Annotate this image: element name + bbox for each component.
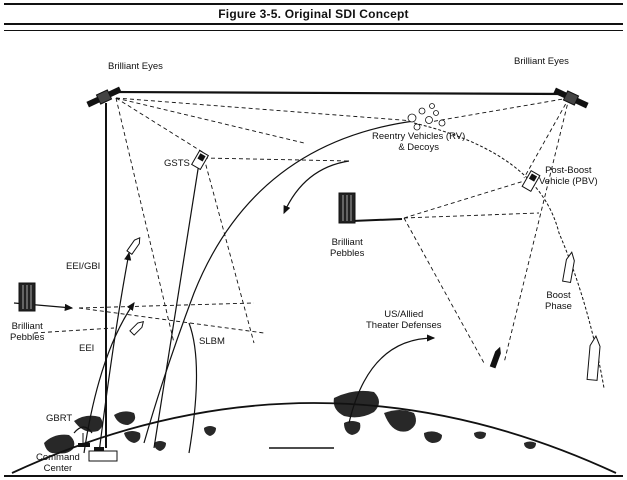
boost-missile-upper-icon: [562, 251, 575, 284]
gbi-arc: [98, 251, 132, 454]
figure-frame: Figure 3-5. Original SDI Concept: [4, 3, 623, 477]
label-boost-line2: Phase: [545, 301, 572, 312]
theater-arc: [348, 334, 436, 424]
pebble-launch-center: [351, 218, 403, 222]
sensor-links: [33, 97, 570, 364]
gsts-icon: [190, 149, 210, 171]
gbrt-icon: [73, 426, 93, 447]
label-command-line2: Center: [43, 463, 73, 474]
label-pebbles-center-line2: Pebbles: [330, 248, 365, 259]
label-command-center: Command Center: [36, 452, 80, 474]
label-pebbles-left-line1: Brilliant: [11, 321, 43, 332]
figure-title: Figure 3-5. Original SDI Concept: [4, 3, 623, 25]
rv-trajectory: [143, 120, 415, 444]
continents: [44, 390, 536, 454]
title-rule: [4, 30, 623, 31]
command-center-icon: [88, 447, 118, 462]
label-reentry-vehicles: Reentry Vehicles (RV) & Decoys: [372, 131, 465, 153]
missile-trajectory: [413, 122, 605, 389]
label-gbrt: GBRT: [46, 413, 73, 424]
rv-intercept-arc: [283, 160, 350, 215]
gsts-beam: [153, 162, 200, 449]
label-pebbles-left-line2: Pebbles: [10, 332, 45, 343]
label-post-boost-line1: Post-Boost: [545, 165, 592, 176]
theater-interceptor-icon: [489, 346, 501, 369]
label-brilliant-eyes-right: Brilliant Eyes: [514, 56, 569, 67]
pebbles-left-icon: [18, 282, 36, 312]
label-eei: EEI: [79, 343, 95, 354]
boost-missile-lower-icon: [586, 334, 601, 381]
label-brilliant-pebbles-left: Brilliant Pebbles: [10, 321, 44, 343]
slbm-arc: [188, 322, 198, 454]
label-command-line1: Command: [36, 452, 80, 463]
label-pebbles-center-line1: Brilliant: [331, 237, 363, 248]
label-brilliant-eyes-left: Brilliant Eyes: [108, 61, 163, 72]
label-boost-line1: Boost: [546, 290, 571, 301]
rv-cluster-icon: [407, 103, 446, 131]
pbv-icon: [521, 170, 541, 192]
pebbles-center-icon: [338, 192, 356, 224]
satellite-right-icon: [553, 87, 589, 109]
label-reentry-line2: & Decoys: [398, 142, 439, 153]
label-post-boost-line2: Vehicle (PBV): [539, 176, 598, 187]
label-slbm: SLBM: [199, 336, 225, 347]
gbi-missile-icon: [126, 237, 141, 255]
sdi-diagram: [11, 86, 617, 474]
label-boost-phase: Boost Phase: [545, 290, 572, 312]
label-us-allied-line2: Theater Defenses: [366, 320, 442, 331]
label-brilliant-pebbles-center: Brilliant Pebbles: [330, 237, 364, 259]
label-us-allied: US/Allied Theater Defenses: [366, 309, 442, 331]
label-us-allied-line1: US/Allied: [384, 309, 424, 320]
label-post-boost-vehicle: Post-Boost Vehicle (PBV): [539, 165, 598, 187]
earth-horizon: [11, 402, 617, 474]
eyes-crosslink: [115, 90, 570, 96]
eei-arc: [83, 302, 135, 454]
label-gsts: GSTS: [164, 158, 190, 169]
label-eei-gbi: EEI/GBI: [66, 261, 101, 272]
label-reentry-line1: Reentry Vehicles (RV): [372, 131, 466, 142]
satellite-left-icon: [86, 86, 122, 108]
bottom-rule: [4, 475, 623, 477]
eei-missile-icon: [129, 320, 145, 336]
